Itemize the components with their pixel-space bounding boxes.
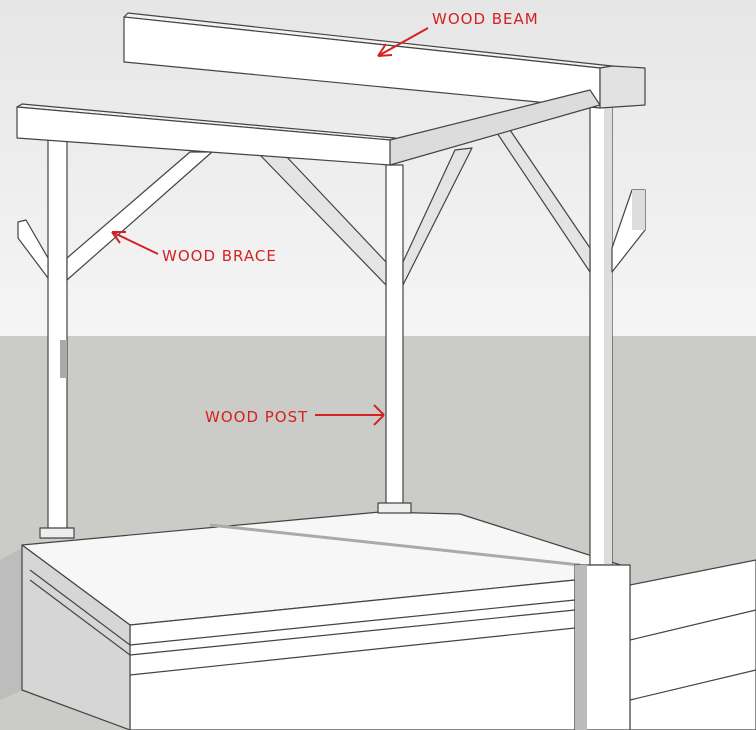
label-text: WOOD BEAM — [432, 10, 539, 28]
braces — [17, 129, 646, 286]
post-left — [39, 139, 75, 539]
label-text: WOOD BRACE — [162, 247, 277, 265]
post-middle — [377, 164, 412, 514]
post-right — [574, 104, 631, 730]
label-text: WOOD POST — [205, 408, 308, 426]
front-beam — [16, 103, 396, 166]
arrow-icon — [315, 404, 385, 426]
label-wood-beam: WOOD BEAM — [377, 10, 539, 57]
background-structure — [0, 548, 756, 730]
arrow-icon — [377, 27, 429, 57]
back-beam — [123, 12, 646, 109]
arrow-icon — [111, 231, 159, 255]
label-wood-post: WOOD POST — [205, 404, 385, 426]
label-wood-brace: WOOD BRACE — [111, 231, 277, 265]
deck — [21, 511, 631, 730]
